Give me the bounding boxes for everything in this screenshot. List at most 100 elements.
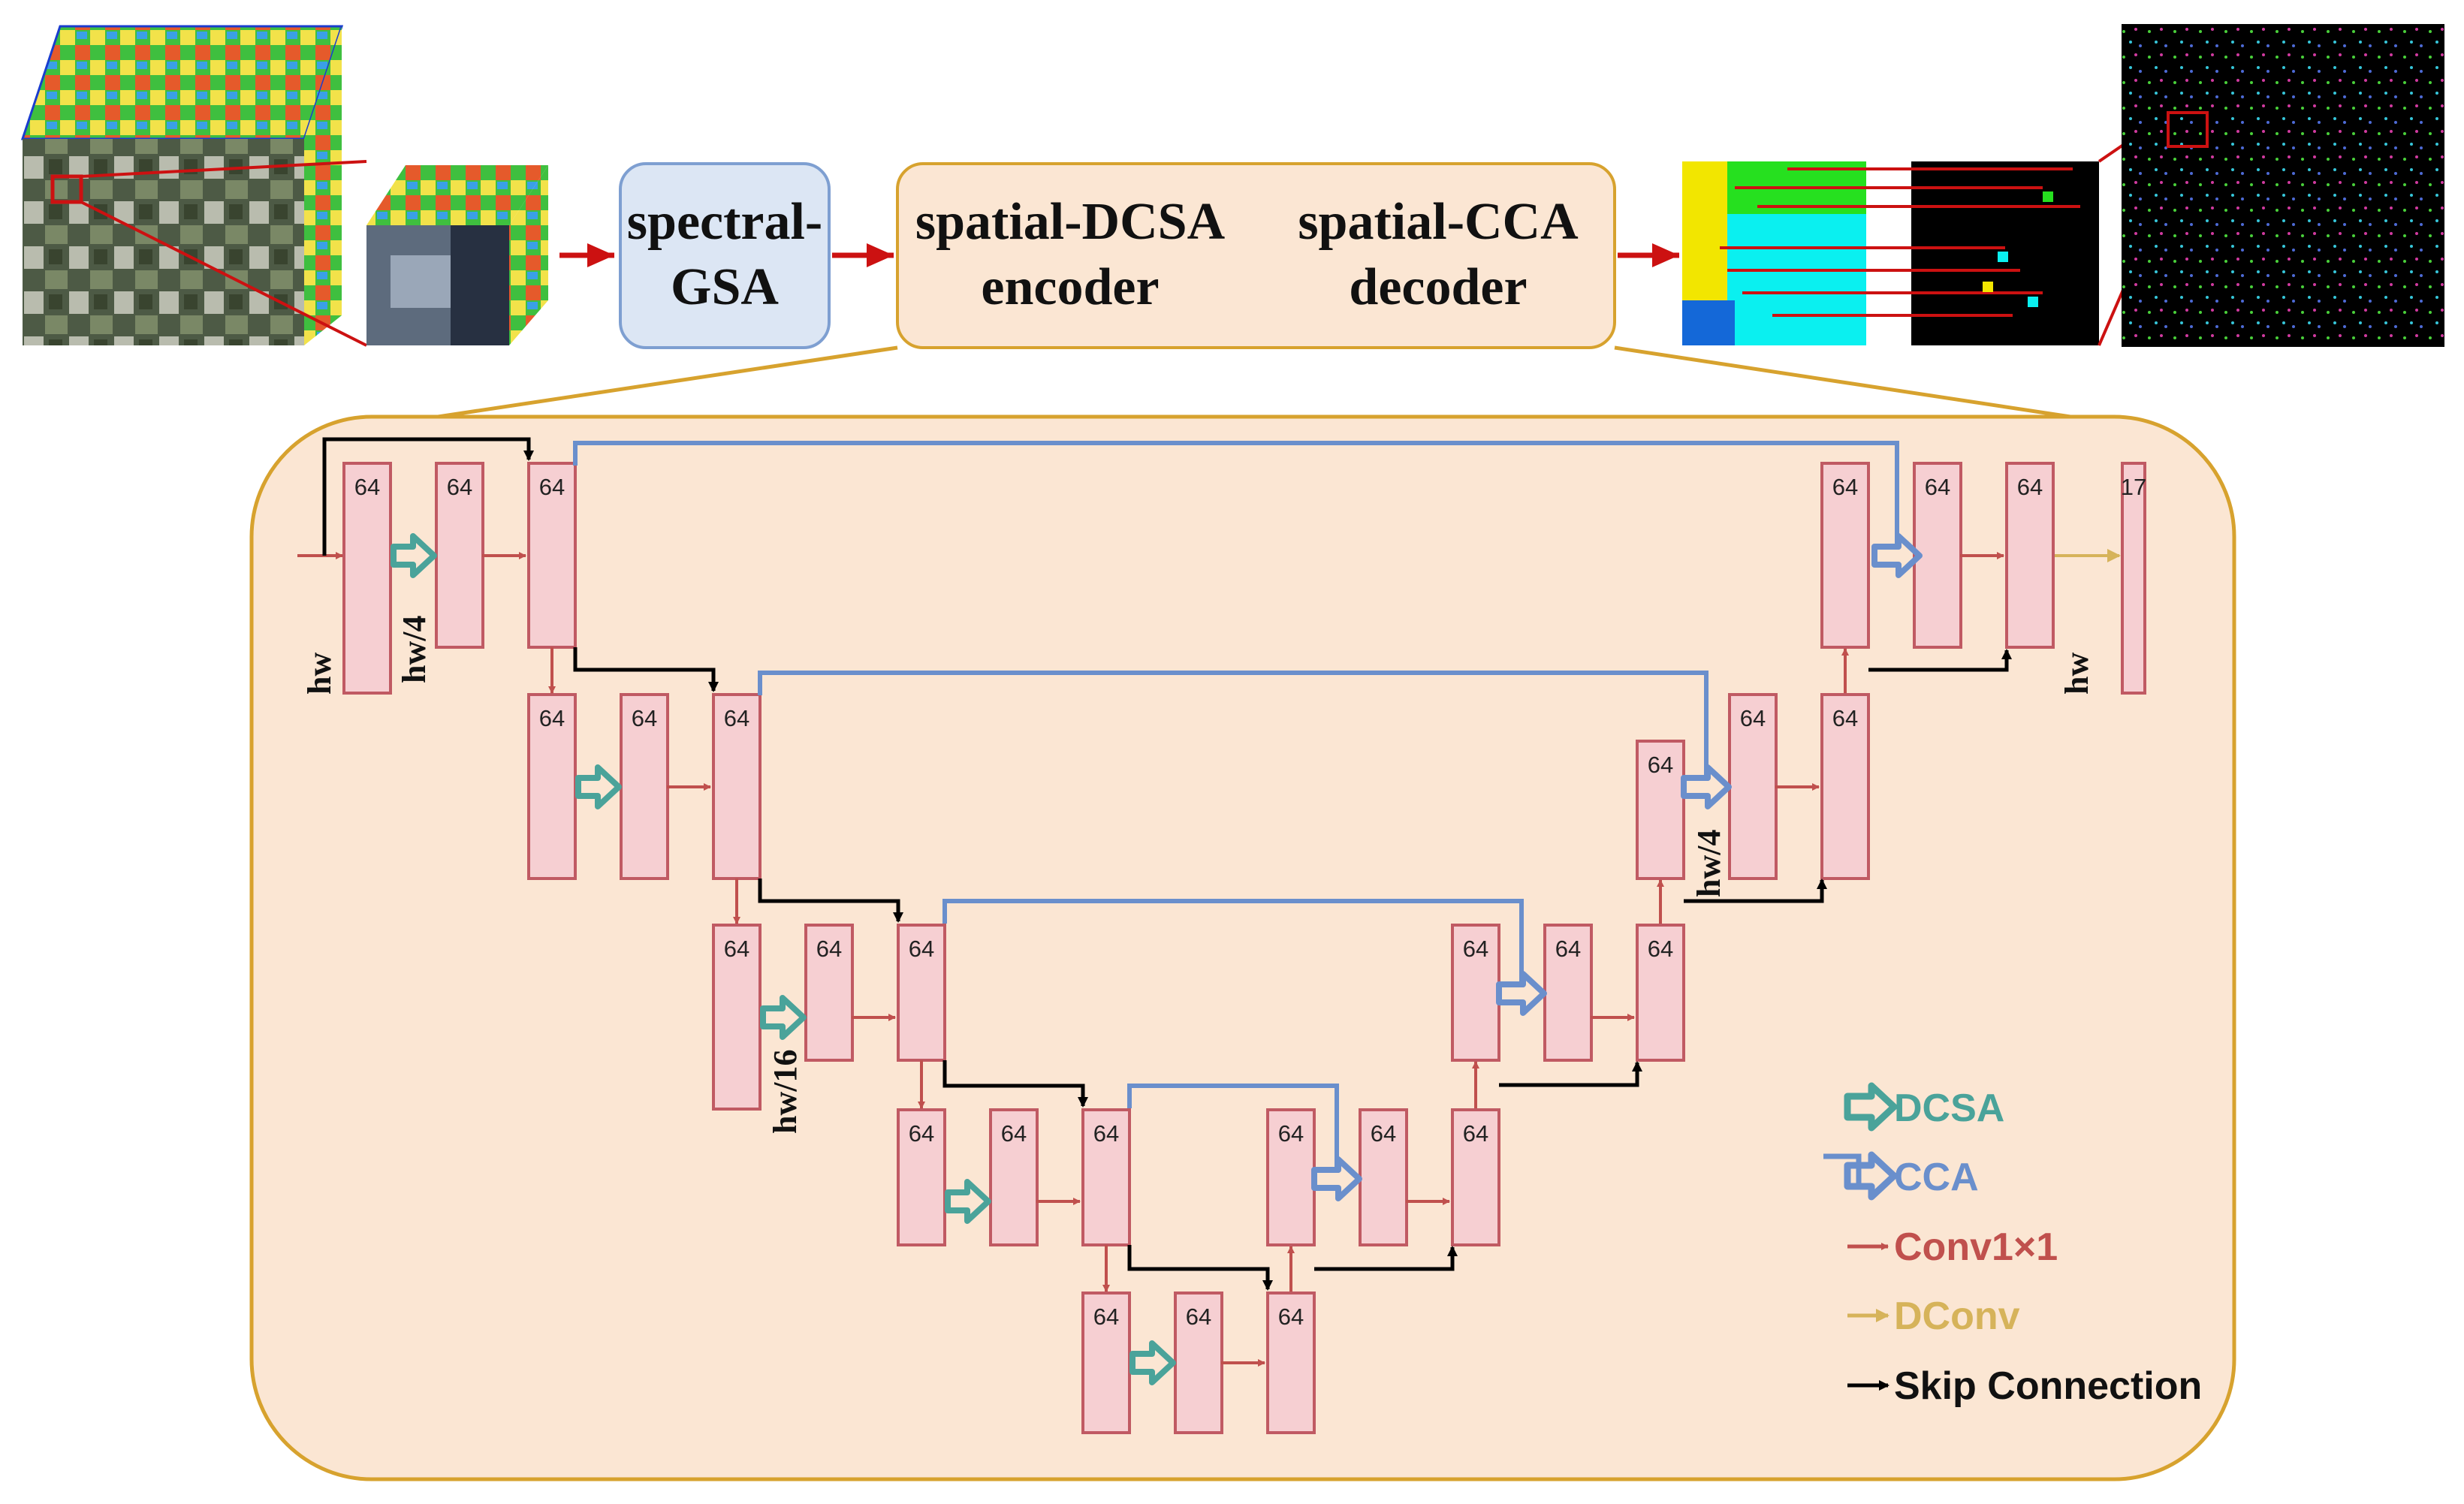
dimension-label: hw/4 — [396, 616, 433, 683]
cca-arrow — [1496, 971, 1547, 1016]
feature-block-label: 64 — [1832, 705, 1858, 731]
feature-block-label: 64 — [1463, 1120, 1488, 1147]
cca-connection — [758, 671, 1709, 781]
legend-skip: Skip Connection — [1847, 1364, 2202, 1408]
legend-cca-label: CCA — [1894, 1156, 1979, 1199]
feature-block — [435, 462, 484, 649]
feature-block-label: 64 — [724, 936, 749, 962]
cca-arrow — [1681, 764, 1732, 809]
skip-connection — [1127, 1245, 1273, 1291]
gsa-label-line1: spectral- — [627, 193, 822, 251]
skip-connection — [1499, 1061, 1642, 1087]
feature-block-label: 64 — [1463, 936, 1488, 962]
classification-patch-image — [1682, 161, 2099, 345]
skip-connection — [1868, 649, 2012, 672]
legend-dconv: DConv — [1847, 1295, 2020, 1338]
feature-block-label: 64 — [909, 1120, 934, 1147]
skip-connection — [942, 1060, 1088, 1108]
zoom-line-left — [412, 345, 898, 423]
dimension-label: hw — [301, 653, 338, 695]
feature-block — [1451, 1108, 1500, 1246]
encoder-label-line1: spatial-DCSA — [915, 193, 1226, 251]
encoder-label-line2: encoder — [981, 258, 1159, 316]
skip-connection — [1314, 1246, 1458, 1271]
feature-block-label: 64 — [1371, 1120, 1396, 1147]
unet-panel — [249, 414, 2236, 1481]
dcsa-arrow — [575, 764, 622, 809]
classification-map-image — [2098, 24, 2444, 347]
legend-conv-label: Conv1×1 — [1894, 1225, 2058, 1269]
patch-cube-image — [366, 165, 548, 345]
feature-block — [804, 924, 854, 1062]
encoder-decoder-box: spatial-DCSA encoder spatial-CCA decoder — [896, 162, 1616, 349]
legend-dconv-label: DConv — [1894, 1295, 2020, 1338]
dcsa-arrow — [391, 533, 437, 578]
feature-block — [897, 1108, 946, 1246]
feature-block-label: 64 — [1093, 1120, 1119, 1147]
feature-block-label: 64 — [1555, 936, 1581, 962]
legend-dcsa-label: DCSA — [1894, 1087, 2004, 1130]
feature-block — [2005, 462, 2055, 649]
feature-block — [1081, 1108, 1131, 1246]
cca-arrow — [1311, 1156, 1362, 1201]
skip-connection — [758, 879, 903, 923]
dimension-label: hw/4 — [1690, 830, 1727, 897]
feature-block-label: 64 — [1832, 474, 1858, 500]
decoder-label-line2: decoder — [1349, 258, 1527, 316]
dcsa-arrow — [760, 995, 807, 1040]
feature-block — [1820, 462, 1870, 649]
dcsa-arrow — [1129, 1340, 1176, 1385]
feature-block-label: 64 — [816, 936, 842, 962]
legend-cca: CCA — [1823, 1151, 1979, 1201]
feature-block — [1820, 693, 1870, 880]
dcsa-arrow — [945, 1179, 991, 1224]
skip-connection — [1684, 879, 1827, 903]
feature-block — [2121, 462, 2146, 695]
feature-block-label: 64 — [2017, 474, 2043, 500]
feature-block-label: 64 — [909, 936, 934, 962]
feature-block — [1359, 1108, 1408, 1246]
feature-block-label: 64 — [539, 474, 565, 500]
dimension-label: hw — [2058, 653, 2095, 695]
feature-block-label: 64 — [1278, 1120, 1304, 1147]
feature-block — [1636, 740, 1685, 880]
feature-block — [897, 924, 946, 1062]
feature-block — [1728, 693, 1778, 880]
legend-dcsa: DCSA — [1844, 1082, 2004, 1132]
cca-connection — [942, 899, 1524, 987]
feature-block-label: 64 — [632, 705, 657, 731]
feature-block-label: 64 — [539, 705, 565, 731]
feature-block-label: 17 — [2121, 474, 2146, 500]
feature-block — [342, 462, 392, 695]
feature-block — [1636, 924, 1685, 1062]
feature-block-label: 64 — [724, 705, 749, 731]
skip-connection — [322, 437, 534, 556]
dimension-label: hw/16 — [767, 1050, 804, 1134]
feature-block-label: 64 — [447, 474, 472, 500]
unet-diagram: 64 64 64 64 64 64 64 64 64 64 64 64 64 64 64 64 64 64 64 64… — [297, 437, 2146, 1434]
legend: DCSA CCA Conv1×1 DConv Skip Connection — [1823, 1082, 2202, 1408]
feature-block-label: 64 — [354, 474, 380, 500]
legend-conv: Conv1×1 — [1847, 1225, 2058, 1269]
feature-block — [1266, 1292, 1316, 1434]
cca-arrow — [1871, 533, 1923, 578]
feature-block — [1543, 924, 1593, 1062]
feature-block-label: 64 — [1278, 1304, 1304, 1330]
feature-block-label: 64 — [1001, 1120, 1027, 1147]
feature-block-label: 64 — [1740, 705, 1766, 731]
feature-block — [1266, 1108, 1316, 1246]
feature-block-label: 64 — [1093, 1304, 1119, 1330]
gsa-label-line2: GSA — [671, 258, 779, 316]
cca-connection — [1127, 1084, 1339, 1173]
feature-block-label: 64 — [1925, 474, 1950, 500]
feature-block — [989, 1108, 1039, 1246]
spectral-gsa-box: spectral- GSA — [619, 162, 831, 349]
hyperspectral-cube-image — [20, 25, 367, 347]
zoom-line-right — [1614, 345, 2096, 423]
legend-skip-label: Skip Connection — [1894, 1364, 2202, 1408]
decoder-label-line1: spatial-CCA — [1298, 193, 1579, 251]
feature-block — [527, 693, 577, 880]
cca-connection — [573, 441, 1899, 550]
skip-connection — [573, 647, 719, 692]
